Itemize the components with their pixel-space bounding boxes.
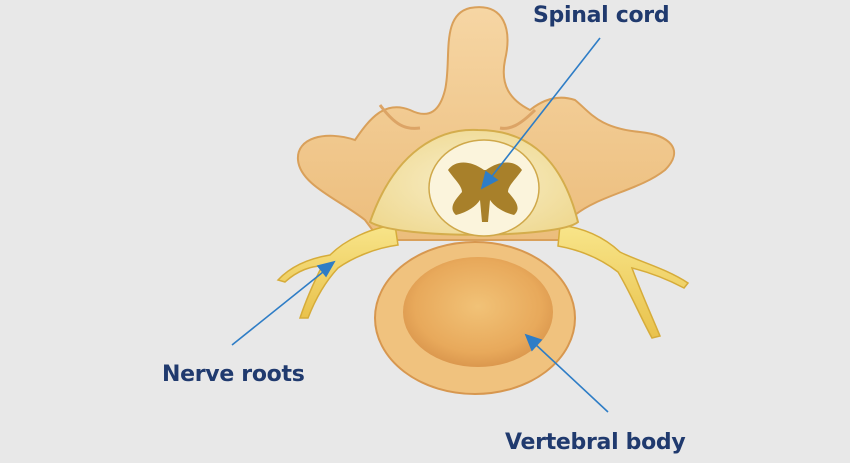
label-vertebral-body: Vertebral body [505, 430, 686, 455]
leader-spinal-cord [488, 37, 601, 181]
label-spinal-cord: Spinal cord [533, 3, 670, 28]
leader-lines [231, 37, 609, 413]
arrowhead-vertebral-body [524, 333, 543, 352]
arrowhead-nerve-roots [316, 260, 336, 278]
gray-matter [448, 162, 522, 222]
leader-vertebral-body [533, 342, 609, 413]
facet-shadow [378, 104, 537, 130]
arrowhead-spinal-cord [480, 170, 499, 190]
label-nerve-roots: Nerve roots [162, 362, 305, 387]
nerve-root-right [557, 224, 690, 339]
leader-nerve-roots [231, 267, 329, 346]
vertebral-body-core [403, 257, 553, 367]
